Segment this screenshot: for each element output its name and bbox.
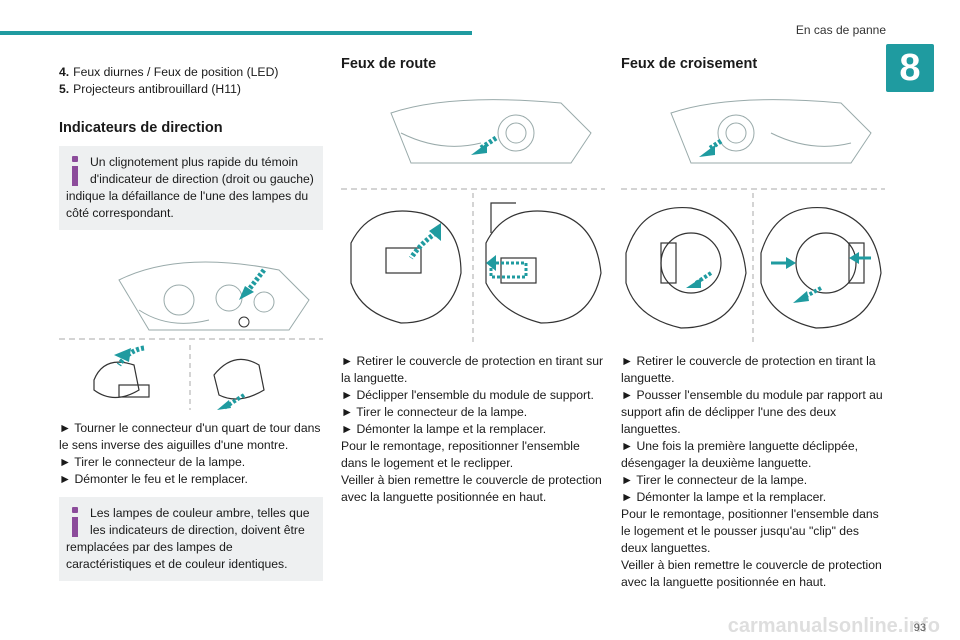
heading-feux-croisement: Feux de croisement xyxy=(621,56,758,72)
low-beam-illustration xyxy=(621,83,885,343)
info-icon xyxy=(66,154,86,188)
page-number: 93 xyxy=(913,622,926,634)
indicator-illustration xyxy=(59,240,323,410)
high-beam-steps: ► Retirer le couvercle de protection en … xyxy=(341,354,604,504)
list-item: 4.Feux diurnes / Feux de position (LED) xyxy=(59,65,279,79)
info-icon xyxy=(66,505,86,539)
info-text: Les lampes de couleur ambre, telles que … xyxy=(66,506,310,571)
info-text: Un clignotement plus rapide du témoin d'… xyxy=(66,155,314,220)
header-accent-bar xyxy=(0,31,472,35)
column-left: 4.Feux diurnes / Feux de position (LED) … xyxy=(59,56,323,581)
lamp-list: 4.Feux diurnes / Feux de position (LED) … xyxy=(59,64,323,98)
section-title: En cas de panne xyxy=(795,23,886,37)
column-right: Feux de croisement xyxy=(621,56,885,591)
list-item: 5.Projecteurs antibrouillard (H11) xyxy=(59,82,241,96)
info-box: Un clignotement plus rapide du témoin d'… xyxy=(59,146,323,230)
watermark: carmanualsonline.info xyxy=(727,615,940,637)
heading-feux-route: Feux de route xyxy=(341,56,437,72)
high-beam-illustration xyxy=(341,83,605,343)
chapter-badge: 8 xyxy=(886,44,934,92)
low-beam-steps: ► Retirer le couvercle de protection en … xyxy=(621,354,883,589)
indicator-steps: ► Tourner le connecteur d'un quart de to… xyxy=(59,421,321,486)
heading-indicateurs: Indicateurs de direction xyxy=(59,120,223,136)
column-middle: Feux de route xyxy=(341,56,605,506)
info-box-amber: Les lampes de couleur ambre, telles que … xyxy=(59,497,323,581)
